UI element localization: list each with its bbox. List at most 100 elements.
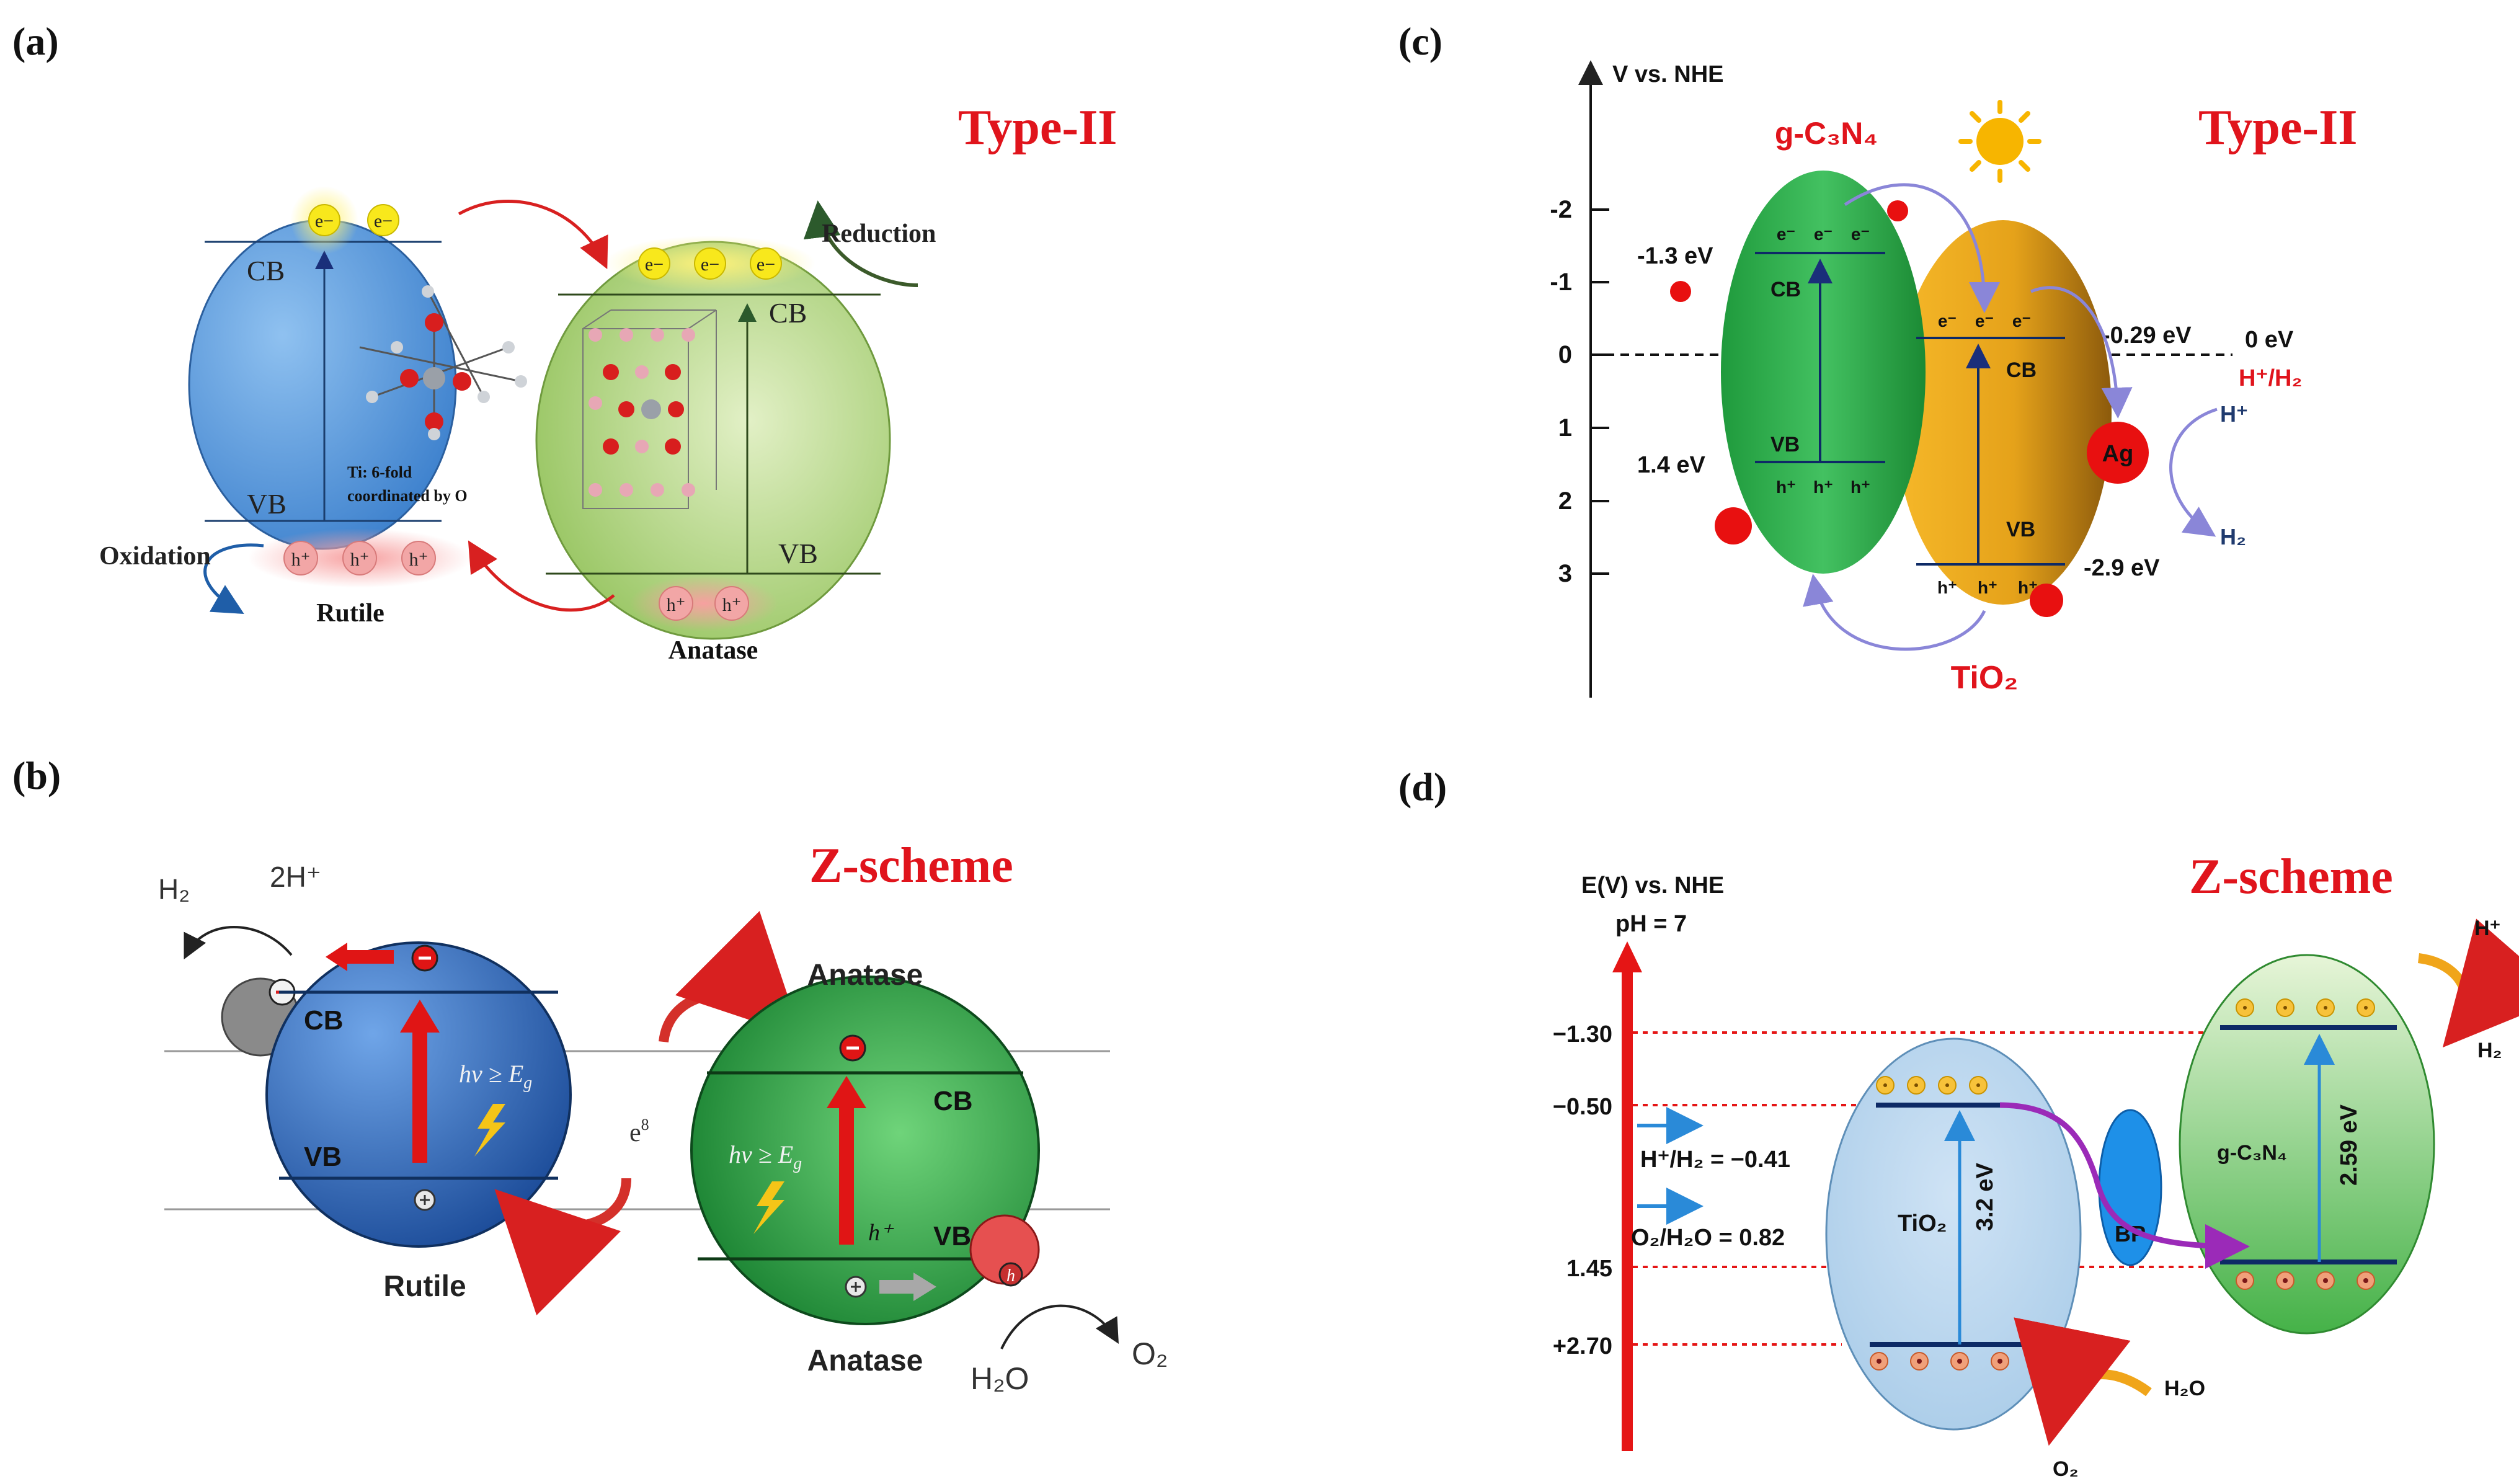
rutile-hole-1 (283, 541, 318, 575)
c-tick-label-neg1: -1 (1550, 269, 1572, 296)
d-h-couple-label: H⁺/H₂ = −0.41 (1640, 1147, 1790, 1173)
rutile-note-line1: Ti: 6-fold (347, 463, 412, 481)
c-tio2-cb-value: -0.29 eV (2102, 322, 2192, 349)
electron-transfer-arrow (458, 200, 608, 270)
b-rutile-vb-label: VB (304, 1142, 342, 1172)
d-level-label-3: 1.45 (1566, 1256, 1612, 1282)
c-red-dot-1 (1670, 281, 1691, 302)
b-anatase-name-top: Anatase (807, 959, 923, 992)
o2-evolution-arrow (1000, 1304, 1119, 1349)
c-axis-title: V vs. NHE (1612, 61, 1724, 87)
d-gcn-label: g-C₃N₄ (2217, 1141, 2287, 1165)
c-axis-ticks (1591, 208, 1609, 575)
c-tio2-vb-label: VB (2006, 518, 2035, 541)
d-gcn-holes (2236, 1271, 2375, 1290)
panel-c-tag: (c) (1398, 19, 1442, 63)
rutile-electron-2 (367, 204, 399, 236)
h2-evolution-arrow (184, 926, 293, 960)
anatase-hole-1-label: h⁺ (667, 595, 686, 615)
hole-transfer-arrow (468, 540, 615, 612)
c-ag-particle (2087, 422, 2149, 484)
c-hole-transfer-arrow (1803, 574, 1986, 651)
c-gcn-e2: e⁻ (1814, 224, 1833, 244)
d-o2-label: O₂ (2053, 1457, 2079, 1481)
d-tio2-label: TiO₂ (1898, 1211, 1947, 1237)
d-ph-label: pH = 7 (1615, 911, 1687, 937)
c-gcn-label: g-C₃N₄ (1775, 116, 1878, 151)
c-gcn-h2: h⁺ (1813, 478, 1833, 497)
c-gcn-particle (1721, 171, 1926, 574)
d-o2-evolution-arrow (2014, 1317, 2152, 1446)
c-tick-label-0: 0 (1558, 341, 1572, 368)
c-tick-label-neg2: -2 (1550, 196, 1572, 223)
d-axis-title: E(V) vs. NHE (1581, 873, 1724, 899)
rutile-electron-1 (308, 204, 340, 236)
c-tick-label-1: 1 (1558, 414, 1572, 442)
rutile-hole-3 (401, 541, 436, 575)
reduction-label: Reduction (822, 220, 936, 248)
rutile-hole-3-label: h⁺ (409, 549, 429, 570)
c-tio2-cb-label: CB (2006, 358, 2037, 382)
d-o-couple-label: O₂/H₂O = 0.82 (1631, 1225, 1785, 1251)
c-tio2-particle (1895, 220, 2112, 605)
d-h2-evolution-arrow (2417, 918, 2519, 1048)
d-level-lines (1633, 1031, 2239, 1346)
b-rutile-cb-label: CB (304, 1005, 344, 1036)
c-gcn-h3: h⁺ (1850, 478, 1870, 497)
b-2h-label: 2H⁺ (270, 861, 321, 893)
d-hplus-label: H⁺ (2474, 917, 2501, 940)
c-zero-label: 0 eV (2245, 327, 2294, 353)
c-red-dot-4 (2030, 584, 2063, 617)
panel-b-tag: (b) (12, 753, 61, 798)
anatase-electron-2 (694, 247, 726, 280)
d-tio2-particle (1825, 1037, 2082, 1431)
c-hplus-label: H⁺ (2220, 401, 2248, 427)
c-tick-label-3: 3 (1558, 560, 1572, 587)
reduction-arrow (803, 200, 918, 287)
panel-a: (a) Type-II CB VB Ti: 6-fold coordinated… (12, 19, 1117, 665)
d-z-scheme-transfer-arrow (1999, 1102, 2250, 1269)
d-tio2-gap-label: 3.2 eV (1972, 1162, 1998, 1231)
anatase-light-bolt-icon (753, 1181, 784, 1234)
d-h2-label: H₂ (2477, 1039, 2502, 1062)
rutile-hole-2-label: h⁺ (350, 549, 370, 570)
hole-shift-arrow (913, 1273, 936, 1301)
rutile-hole-1-label: h⁺ (291, 549, 311, 570)
b-anatase-cb-label: CB (933, 1086, 973, 1116)
d-level-label-4: +2.70 (1553, 1333, 1612, 1359)
anatase-hole-2 (714, 586, 749, 621)
c-gcn-cb-value: -1.3 eV (1637, 243, 1713, 269)
anatase-vb-label: VB (778, 538, 818, 569)
anatase-cb-label: CB (769, 297, 807, 329)
b-anatase-hplus-label: h⁺ (868, 1220, 894, 1246)
c-tio2-h1: h⁺ (1937, 578, 1957, 597)
b-rutile-name: Rutile (383, 1270, 466, 1303)
anatase-electron-3 (750, 247, 782, 280)
d-h2o-label: H₂O (2164, 1377, 2205, 1400)
rutile-excitation-bar (412, 1029, 427, 1163)
b-lower-transfer-arrow (494, 1178, 631, 1315)
b-h2o-label: H₂O (971, 1361, 1029, 1396)
d-gcn-electrons (2236, 998, 2375, 1017)
rutile-note-line2: coordinated by O (347, 487, 468, 505)
rutile-name: Rutile (316, 599, 384, 628)
c-red-dot-2 (1715, 507, 1752, 544)
panel-b-scheme-title: Z-scheme (809, 838, 1013, 893)
b-cocatalyst-hole (998, 1262, 1023, 1287)
anatase-hole-2-label: h⁺ (722, 595, 742, 615)
anatase-name: Anatase (669, 636, 758, 665)
c-tio2-label: TiO₂ (1951, 660, 2019, 696)
c-gcn-e1: e⁻ (1777, 224, 1795, 244)
oxidation-arrow (203, 543, 264, 615)
c-gcn-cb-label: CB (1770, 278, 1801, 301)
anatase-electron-1-label: e− (645, 254, 664, 275)
c-ag-label: Ag (2102, 441, 2134, 467)
c-gcn-h1: h⁺ (1776, 478, 1796, 497)
panel-d-scheme-title: Z-scheme (2189, 850, 2393, 904)
b-rutile-hv-label: hv ≥ Eg (459, 1060, 532, 1093)
d-gcn-gap-label: 2.59 eV (2336, 1104, 2362, 1186)
panel-b: (b) Z-scheme H₂ 2H⁺ CB VB hv ≥ Eg Rutile… (12, 753, 1168, 1396)
panel-a-tag: (a) (12, 19, 59, 63)
c-h2-evolution-arrow (2169, 407, 2218, 537)
rutile-excitation-arrowhead (400, 1000, 440, 1033)
